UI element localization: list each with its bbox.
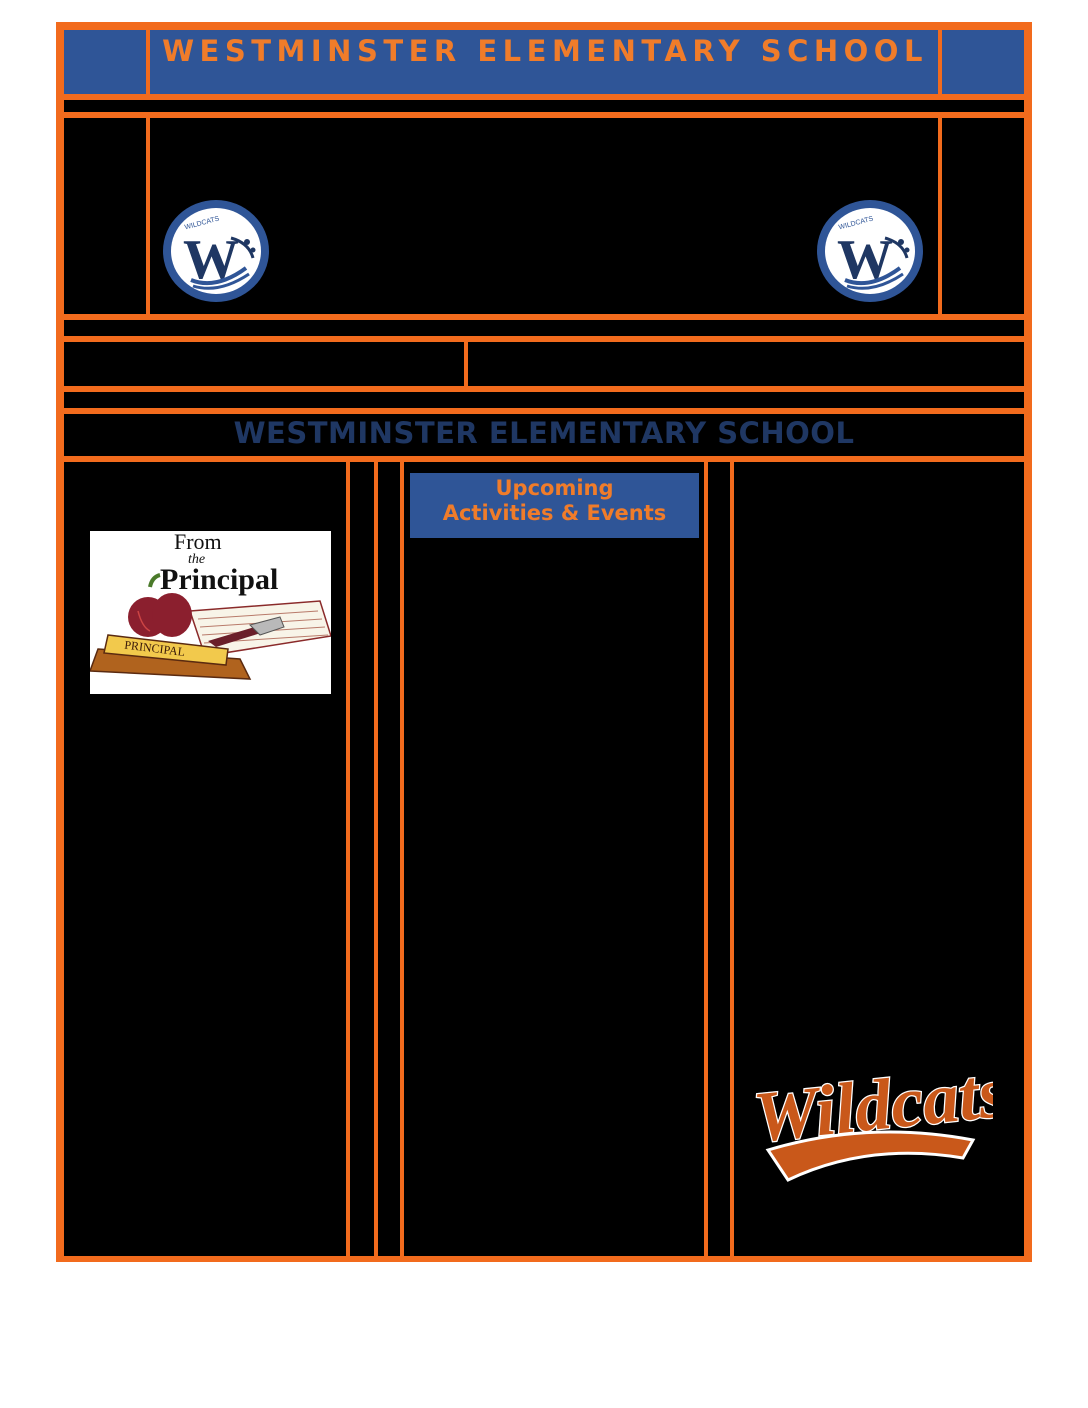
from-the-principal-image: From the Principal PRINCIPAL: [90, 531, 331, 694]
header-title: WESTMINSTER ELEMENTARY SCHOOL: [162, 34, 928, 68]
events-header: Upcoming Activities & Events: [410, 473, 699, 538]
divider-row-1: [60, 96, 1028, 116]
divider-row-3: [60, 388, 1028, 412]
school-seal-left: WILDCATS W: [163, 200, 269, 302]
principal-img-principal: Principal: [160, 563, 278, 596]
events-header-line1: Upcoming: [495, 476, 614, 500]
header-left-cell: [60, 26, 150, 98]
info-cell-left: [60, 338, 469, 390]
events-header-line2: Activities & Events: [442, 501, 667, 525]
principal-img-the: the: [188, 552, 205, 567]
school-name-banner: WESTMINSTER ELEMENTARY SCHOOL: [60, 410, 1028, 460]
banner-title: WESTMINSTER ELEMENTARY SCHOOL: [233, 416, 855, 450]
right-column: [730, 458, 1028, 1260]
seal-row-right: [938, 114, 1028, 318]
seal-row-center: [146, 114, 944, 318]
principal-img-from: From: [174, 531, 222, 554]
divider-row-2: [60, 316, 1028, 340]
info-cell-right: [464, 338, 1028, 390]
wildcats-logo: Wildcats: [749, 1050, 993, 1182]
seal-row-left: [60, 114, 150, 318]
school-seal-right: WILDCATS W: [817, 200, 923, 302]
events-column: [400, 458, 710, 1260]
header-right-cell: [938, 26, 1028, 98]
header-title-cell: WESTMINSTER ELEMENTARY SCHOOL: [146, 26, 944, 98]
